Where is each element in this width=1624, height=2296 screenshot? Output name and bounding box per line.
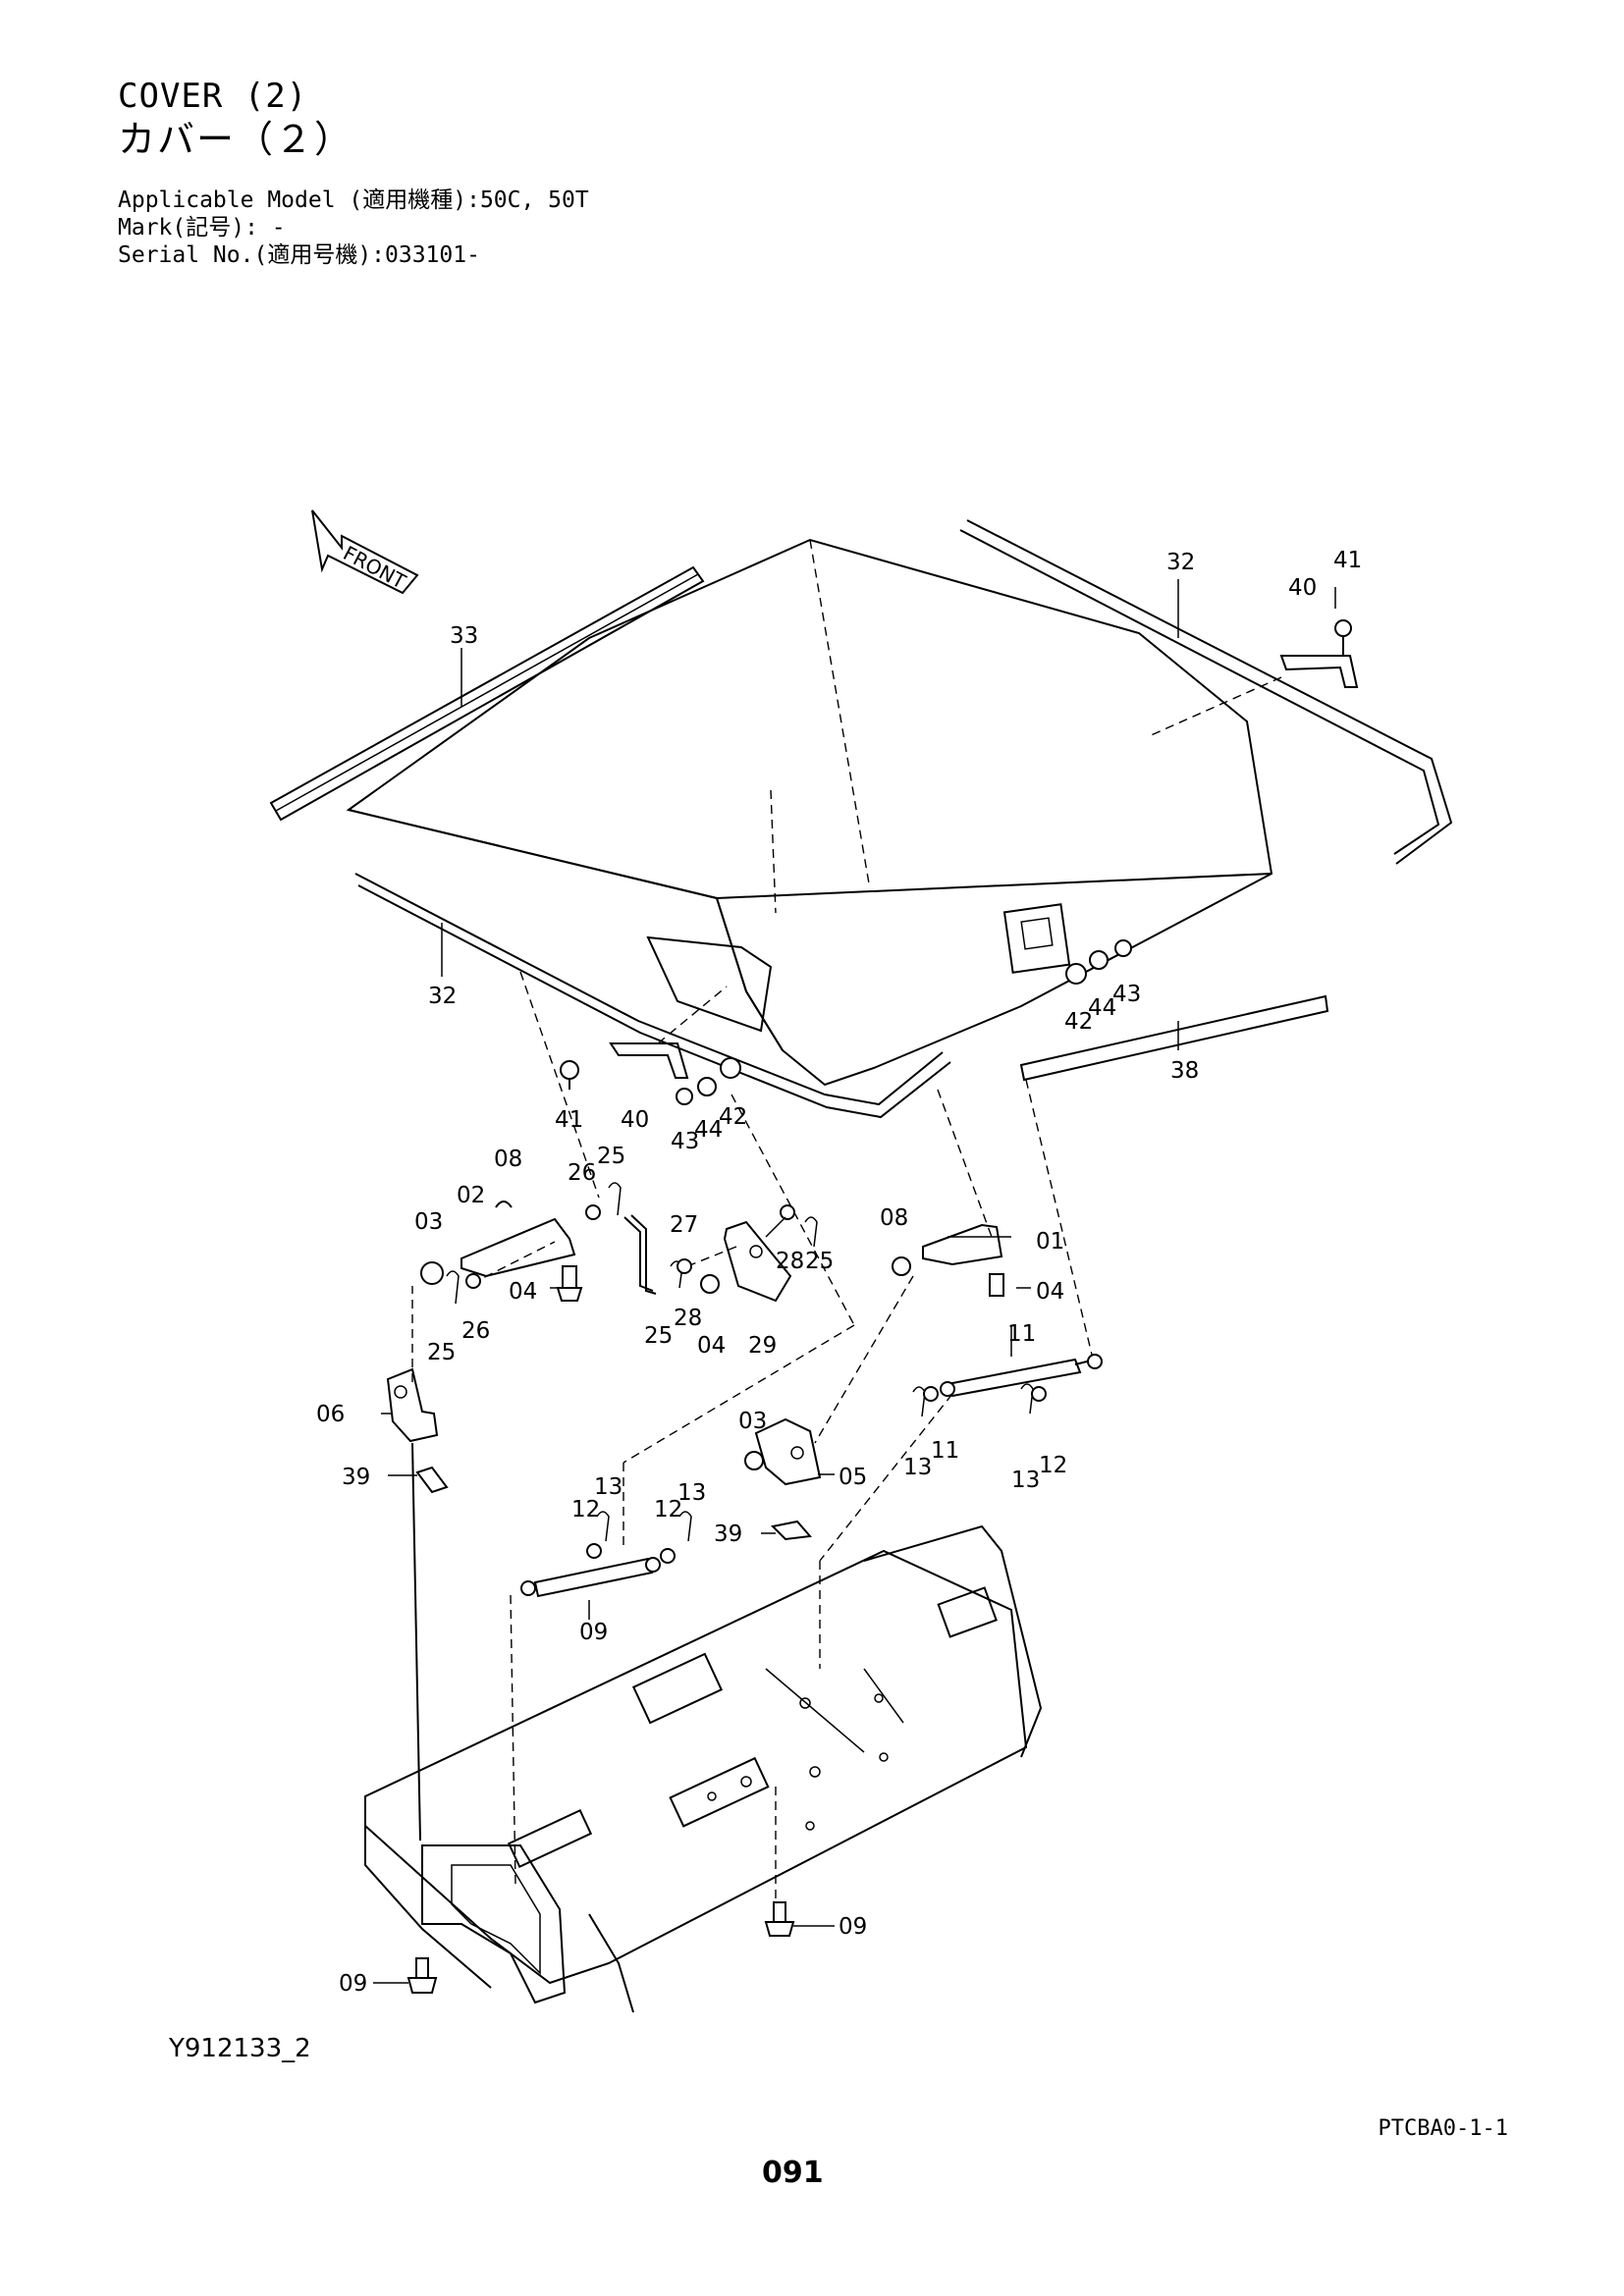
page-title-english: COVER (2) xyxy=(118,77,308,116)
bolt-04-middle xyxy=(700,1274,720,1294)
bracket-06 xyxy=(386,1367,439,1443)
callouts: 33 32 41 40 32 38 42 44 43 41 40 43 44 4… xyxy=(316,548,1362,1997)
callout-12-b: 12 xyxy=(1039,1453,1067,1478)
callout-03-right: 03 xyxy=(738,1409,767,1434)
callout-41-upper: 41 xyxy=(1333,548,1362,573)
callout-13-a: 13 xyxy=(903,1455,932,1480)
hinge-bracket-02 xyxy=(420,1201,576,1285)
callout-40-upper: 40 xyxy=(1288,575,1317,601)
hinge-bracket-01 xyxy=(892,1223,1004,1297)
callout-40-lower: 40 xyxy=(621,1107,649,1133)
callout-12-d: 12 xyxy=(654,1497,682,1522)
callout-06: 06 xyxy=(316,1402,345,1427)
callout-09-right: 09 xyxy=(839,1914,867,1940)
callout-44-right: 44 xyxy=(1088,995,1116,1021)
callout-02: 02 xyxy=(457,1183,485,1208)
washer-nut-set-right xyxy=(1065,939,1132,985)
callout-03-left: 03 xyxy=(414,1209,443,1235)
figure-reference: Y912133_2 xyxy=(169,2034,311,2063)
front-arrow: FRONT xyxy=(311,509,419,595)
page-number: 091 xyxy=(762,2156,824,2190)
callout-42-left: 42 xyxy=(719,1104,747,1130)
callout-08-left: 08 xyxy=(494,1147,522,1172)
callout-13-c: 13 xyxy=(594,1474,623,1500)
rod-27 xyxy=(623,1214,657,1295)
callout-33: 38 xyxy=(1170,1058,1199,1084)
seal-strip-38 xyxy=(269,565,705,822)
handle-40-upper xyxy=(1279,619,1359,688)
callout-01: 01 xyxy=(1036,1229,1064,1255)
callout-38: 33 xyxy=(450,623,478,649)
gas-spring-11-right xyxy=(912,1354,1103,1417)
callout-13-d: 13 xyxy=(677,1480,706,1506)
machine-frame xyxy=(364,1524,1043,2013)
seal-strip-33 xyxy=(1019,994,1329,1082)
callout-25-d: 25 xyxy=(427,1340,456,1365)
bolt-09-left xyxy=(406,1957,438,1994)
callout-25-c: 25 xyxy=(644,1323,673,1349)
bracket-05 xyxy=(744,1417,822,1486)
callout-42-right: 42 xyxy=(1064,1009,1093,1035)
plate-29 xyxy=(723,1220,792,1303)
callout-43-right: 43 xyxy=(1112,982,1141,1007)
callout-11-left: 09 xyxy=(579,1620,608,1645)
callout-29: 29 xyxy=(748,1333,777,1359)
callout-28-a: 28 xyxy=(776,1249,804,1274)
callout-13-b: 13 xyxy=(1011,1468,1040,1493)
seal-strip-32-upper xyxy=(959,519,1453,865)
callout-32-upper: 32 xyxy=(1166,550,1195,575)
callout-11-right: 11 xyxy=(1007,1321,1036,1347)
bolt-09-right xyxy=(764,1901,795,1937)
applicable-model: Applicable Model (適用機種):50C, 50T xyxy=(118,187,589,213)
callout-12-a: 11 xyxy=(931,1438,959,1464)
washer-nut-set-left xyxy=(676,1057,741,1105)
bolt-04-left xyxy=(556,1265,583,1302)
callout-27: 27 xyxy=(670,1212,698,1238)
callout-25-b: 25 xyxy=(805,1249,834,1274)
callout-28-b: 28 xyxy=(674,1306,702,1331)
hood-cover xyxy=(346,538,1273,1087)
mark: Mark(記号): - xyxy=(118,215,286,240)
callout-09-left: 09 xyxy=(339,1971,367,1997)
callout-25-a: 25 xyxy=(597,1144,625,1169)
callout-04-right: 04 xyxy=(1036,1279,1064,1305)
plate-39-right xyxy=(770,1520,812,1541)
callout-39-left: 39 xyxy=(342,1465,370,1490)
callout-41-lower: 41 xyxy=(555,1107,583,1133)
callout-26-b: 26 xyxy=(461,1318,490,1344)
page-title-japanese: カバー（２） xyxy=(118,118,354,161)
leader-lines xyxy=(373,579,1336,1984)
callout-39-right: 39 xyxy=(714,1522,742,1547)
callout-05: 05 xyxy=(839,1465,867,1490)
callout-32-lower: 32 xyxy=(428,984,457,1009)
callout-08-right: 08 xyxy=(880,1205,908,1231)
gas-spring-11-left xyxy=(520,1511,692,1598)
callout-12-c: 12 xyxy=(571,1497,600,1522)
plate-39-left xyxy=(415,1466,449,1494)
callout-04-middle: 04 xyxy=(697,1333,726,1359)
handle-40-lower xyxy=(560,1042,689,1090)
callout-26-a: 26 xyxy=(568,1160,596,1186)
serial-number: Serial No.(適用号機):033101- xyxy=(118,242,480,268)
seal-strip-32-lower xyxy=(354,873,951,1119)
callout-44-left: 44 xyxy=(694,1117,723,1143)
catalog-code: PTCBA0-1-1 xyxy=(1378,2116,1508,2141)
callout-04-left: 04 xyxy=(509,1279,537,1305)
front-arrow-label: FRONT xyxy=(340,541,410,594)
callout-43-left: 43 xyxy=(671,1129,699,1154)
